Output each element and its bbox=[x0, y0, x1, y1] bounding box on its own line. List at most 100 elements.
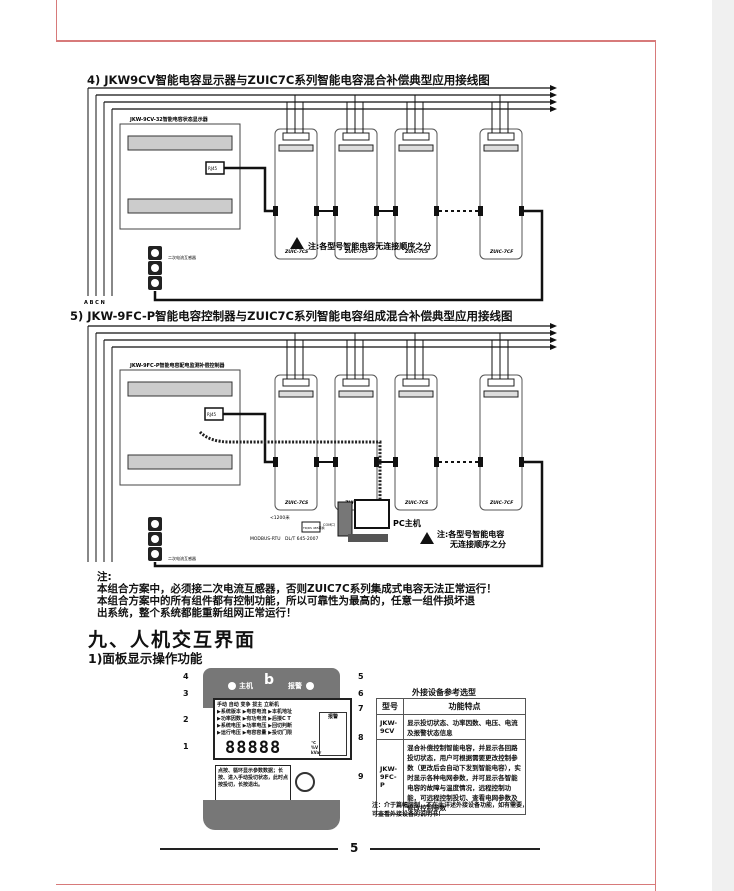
comm-port bbox=[333, 206, 338, 216]
module-indicator bbox=[398, 144, 434, 152]
module-terminal bbox=[487, 132, 515, 141]
viewer-scroll-gutter bbox=[712, 0, 734, 891]
com-label: COM口 bbox=[323, 523, 335, 527]
comm-cable bbox=[153, 209, 544, 302]
arrow-icon bbox=[550, 106, 557, 112]
warning-icon bbox=[290, 237, 304, 249]
ref-footnote: 注：介于篇幅限制，不在此详述外接设备功能，如有需要，可查看外接设备的说明书！ bbox=[372, 802, 529, 818]
protocol-label: DL/T 645-2007 bbox=[285, 536, 318, 542]
comm-port bbox=[314, 206, 319, 216]
arrow-icon bbox=[550, 85, 557, 91]
note-line: 本组合方案中的所有组件都有控制功能，所以可靠性为最高的，任意一组件损坏退 bbox=[97, 595, 475, 607]
ct-coil bbox=[151, 535, 159, 543]
capacitor-module bbox=[394, 128, 438, 260]
warning-note: 注:各型号智能电容无连接顺序之分 bbox=[308, 241, 431, 251]
comm-port bbox=[273, 206, 278, 216]
module-indicator bbox=[338, 390, 374, 398]
footer-rule bbox=[370, 848, 540, 850]
rs485-cable bbox=[198, 430, 382, 522]
comm-port bbox=[478, 206, 483, 216]
ct-label: 二次电流互感器 bbox=[168, 254, 196, 260]
comm-port bbox=[393, 206, 398, 216]
section-subtitle: 1)面板显示操作功能 bbox=[88, 651, 203, 666]
module-label: ZUIC-7CF bbox=[489, 249, 514, 255]
module-label: ZUIC-7CF bbox=[489, 500, 514, 506]
pc-tower-icon bbox=[337, 501, 353, 537]
diagram4-title: 4) JKW9CV智能电容显示器与ZUIC7C系列智能电容混合补偿典型应用接线图 bbox=[87, 73, 490, 87]
comm-port bbox=[434, 206, 439, 216]
capacitor-module bbox=[334, 128, 378, 260]
alarm-label: 报警 bbox=[288, 682, 302, 690]
comm-port bbox=[434, 457, 439, 467]
converter-box bbox=[301, 521, 321, 533]
arrow-icon bbox=[550, 323, 557, 329]
module-terminal bbox=[342, 378, 370, 387]
note-label: 注: bbox=[97, 571, 112, 583]
module-terminal bbox=[402, 378, 430, 387]
module-indicator bbox=[398, 390, 434, 398]
arrow-icon bbox=[550, 92, 557, 98]
comm-port bbox=[374, 457, 379, 467]
comm-port bbox=[314, 457, 319, 467]
ct-label: 二次电流互感器 bbox=[168, 555, 196, 561]
host-label: 主机 bbox=[239, 682, 253, 690]
cable-length: <1200米 bbox=[270, 514, 290, 521]
module-indicator bbox=[278, 144, 314, 152]
converter-label: TR/RS 485转换 bbox=[302, 525, 325, 530]
comm-cable bbox=[224, 166, 273, 213]
module-label: ZUIC-7CS bbox=[404, 500, 428, 506]
ct-coil bbox=[151, 520, 159, 528]
module-label: ZUIC-7CS bbox=[284, 500, 308, 506]
module-terminal bbox=[282, 132, 310, 141]
module-terminal bbox=[402, 132, 430, 141]
module-label: ZUIC-7CS bbox=[284, 249, 308, 255]
page-border bbox=[56, 0, 57, 41]
pc-monitor-icon bbox=[354, 499, 390, 529]
module-label: ZUIC-7CS bbox=[404, 249, 428, 255]
page-border bbox=[56, 40, 656, 42]
warning-icon bbox=[420, 532, 434, 544]
note-line: 出系统，整个系统都能重新组网正常运行！ bbox=[97, 607, 297, 619]
controller-label: JKW-9CV-32智能电容状态显示器 bbox=[129, 116, 209, 123]
callout-9: 9 bbox=[358, 772, 364, 781]
ct-coil bbox=[151, 279, 159, 287]
module-terminal bbox=[342, 132, 370, 141]
comm-port bbox=[519, 206, 524, 216]
function-button[interactable] bbox=[295, 772, 315, 792]
callout-3: 3 bbox=[183, 689, 189, 698]
terminal-strip bbox=[127, 198, 233, 214]
comm-port bbox=[273, 457, 278, 467]
controller-label: JKW-9FC-P智能电容配电监测补偿控制器 bbox=[129, 362, 226, 369]
ref-feature: 显示投切状态、功率因数、电压、电流及报警状态信息 bbox=[403, 714, 526, 740]
footer-rule bbox=[160, 848, 338, 850]
comm-port bbox=[374, 206, 379, 216]
note-line: 本组合方案中，必须接二次电流互感器，否则ZUIC7C系列集成式电容无法正常运行！ bbox=[97, 583, 497, 595]
diagram5-title: 5) JKW-9FC-P智能电容控制器与ZUIC7C系列智能电容组成混合补偿典型… bbox=[70, 309, 513, 323]
module-label: ZUIC-7CF bbox=[344, 249, 369, 255]
alarm-led bbox=[306, 682, 314, 690]
comm-port bbox=[333, 457, 338, 467]
ct-coil bbox=[151, 249, 159, 257]
page-number: 5 bbox=[350, 841, 359, 855]
ref-feature: 混合补偿控制智能电容，并显示各回路投切状态，用户可根据需要更改控制参数（更改后会… bbox=[403, 739, 526, 815]
arrow-icon bbox=[550, 330, 557, 336]
terminal-strip bbox=[127, 381, 233, 397]
comm-port bbox=[478, 457, 483, 467]
callout-5: 5 bbox=[358, 672, 364, 681]
comm-port bbox=[519, 457, 524, 467]
callout-2: 2 bbox=[183, 715, 189, 724]
rj45-label: RJ45 bbox=[208, 166, 218, 171]
rj45-label: RJ45 bbox=[207, 412, 217, 417]
callout-4: 4 bbox=[183, 672, 189, 681]
lcd-row: ▶运行电压 ▶电容容量 ▶投切门限 bbox=[217, 730, 293, 736]
terminal-strip bbox=[127, 135, 233, 151]
module-indicator bbox=[278, 390, 314, 398]
capacitor-module bbox=[394, 374, 438, 511]
lcd-row: ▶功率因数 ▶有功电流 ▶后接C T bbox=[217, 716, 291, 722]
capacitor-module bbox=[274, 128, 318, 260]
module-terminal bbox=[282, 378, 310, 387]
page-border bbox=[56, 884, 656, 885]
